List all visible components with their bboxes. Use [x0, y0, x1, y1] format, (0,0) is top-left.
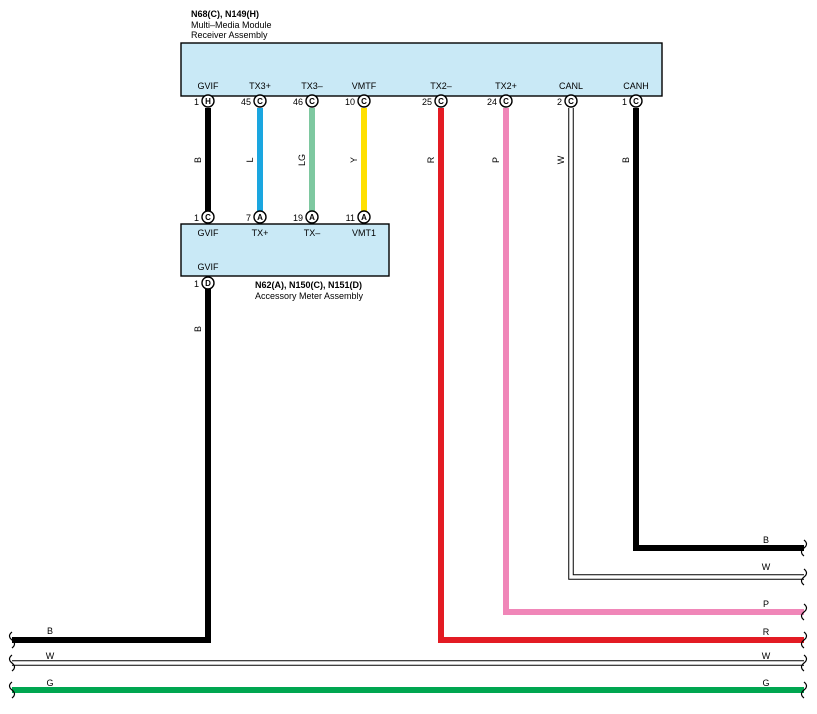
multimedia-module-box[interactable] — [180, 42, 663, 97]
mid-pin-number-gvif-bottom: 1 — [194, 279, 199, 289]
top-terminal-label-tx3-minus: TX3– — [301, 81, 323, 91]
wire-code-right-r: R — [763, 627, 770, 637]
top-terminal-label-tx2-minus: TX2– — [430, 81, 452, 91]
wire-canh-b[interactable] — [633, 108, 804, 551]
mid-terminal-label-vmt1: VMT1 — [352, 228, 376, 238]
wire-tx2-minus-r[interactable] — [438, 108, 804, 643]
top-pin-number-tx3-plus: 45 — [241, 97, 251, 107]
wire-code-vmtf: Y — [349, 157, 359, 163]
mid-terminal-label-tx-plus: TX+ — [252, 228, 269, 238]
mid-terminal-label-tx-minus: TX– — [304, 228, 321, 238]
top-terminal-label-tx2-plus: TX2+ — [495, 81, 517, 91]
wire-code-tx3-plus: L — [245, 157, 255, 162]
bus-code-right-g: G — [762, 678, 769, 688]
mid-pin-number-tx-plus: 7 — [246, 213, 251, 223]
top-pin-vmtf[interactable] — [357, 94, 371, 108]
top-pin-tx3-minus[interactable] — [305, 94, 319, 108]
mid-terminal-label-gvif-bottom: GVIF — [197, 262, 219, 272]
mid-pin-number-gvif: 1 — [194, 213, 199, 223]
wire-canl-w[interactable] — [569, 108, 804, 579]
top-terminal-label-canl: CANL — [559, 81, 583, 91]
top-pin-gvif[interactable] — [201, 94, 215, 108]
wire-code-tx2-plus: P — [491, 157, 501, 163]
wire-gvif-bottom-b[interactable] — [12, 289, 211, 643]
top-pin-connector-gvif: H — [205, 97, 211, 106]
mid-pin-number-tx-minus: 19 — [293, 213, 303, 223]
mid-pin-connector-gvif: C — [205, 213, 211, 222]
mid-module-id: N62(A), N150(C), N151(D) — [255, 280, 362, 290]
top-pin-number-canl: 2 — [557, 97, 562, 107]
top-terminal-label-vmtf: VMTF — [352, 81, 377, 91]
wire-code-tx2-minus: R — [426, 156, 436, 163]
wire-code-canh: B — [621, 157, 631, 163]
top-pin-number-tx2-plus: 24 — [487, 97, 497, 107]
top-pin-connector-vmtf: C — [361, 97, 367, 106]
top-pin-connector-tx2-minus: C — [438, 97, 444, 106]
top-pin-connector-tx3-plus: C — [257, 97, 263, 106]
left-break-marks — [8, 631, 16, 699]
top-pin-tx2-minus[interactable] — [434, 94, 448, 108]
mid-pin-connector-vmt1: A — [361, 213, 367, 222]
accessory-meter-box[interactable] — [180, 223, 390, 277]
top-pin-tx3-plus[interactable] — [253, 94, 267, 108]
top-module-id: N68(C), N149(H) — [191, 9, 259, 19]
top-pin-connector-tx2-plus: C — [503, 97, 509, 106]
mid-pin-gvif-bottom[interactable] — [201, 276, 215, 290]
mid-pin-tx-plus[interactable] — [253, 210, 267, 224]
wire-canl-w-outline — [568, 108, 804, 580]
mid-module-name: Accessory Meter Assembly — [255, 291, 364, 301]
mid-pin-connector-gvif-bottom: D — [205, 279, 211, 288]
top-pin-connector-tx3-minus: C — [309, 97, 315, 106]
top-pin-connector-canl: C — [568, 97, 574, 106]
mid-pin-connector-tx-plus: A — [257, 213, 263, 222]
top-pin-number-canh: 1 — [622, 97, 627, 107]
top-terminal-label-tx3-plus: TX3+ — [249, 81, 271, 91]
wire-code-right-w: W — [762, 562, 771, 572]
wire-tx2-plus-p[interactable] — [503, 108, 804, 615]
top-module-name-line1: Multi–Media Module — [191, 20, 272, 30]
top-terminal-label-canh: CANH — [623, 81, 649, 91]
bus-code-left-b: B — [47, 626, 53, 636]
top-pin-tx2-plus[interactable] — [499, 94, 513, 108]
top-terminal-label-gvif: GVIF — [197, 81, 219, 91]
wire-code-tx3-minus: LG — [297, 154, 307, 166]
top-module-name-line2: Receiver Assembly — [191, 30, 268, 40]
wire-code-canl: W — [556, 155, 566, 164]
mid-pin-number-vmt1: 11 — [346, 213, 355, 223]
mid-pin-tx-minus[interactable] — [305, 210, 319, 224]
bus-code-left-g: G — [46, 678, 53, 688]
top-pin-canl[interactable] — [564, 94, 578, 108]
top-pins: 1 H 45 C 46 C 10 C 25 C 24 C 2 C 1 C — [194, 94, 643, 108]
top-pin-canh[interactable] — [629, 94, 643, 108]
wire-code-gvif-bottom: B — [193, 326, 203, 332]
top-pin-number-tx2-minus: 25 — [422, 97, 432, 107]
top-pin-connector-canh: C — [633, 97, 639, 106]
top-pin-number-vmtf: 10 — [345, 97, 355, 107]
bus-code-right-w: W — [762, 651, 771, 661]
bus-code-left-w: W — [46, 651, 55, 661]
right-break-marks — [800, 539, 808, 699]
mid-pins: 1 C 7 A 19 A 11 A 1 D — [194, 210, 371, 290]
top-pin-number-gvif: 1 — [194, 97, 199, 107]
mid-pin-vmt1[interactable] — [357, 210, 371, 224]
mid-terminal-label-gvif: GVIF — [197, 228, 219, 238]
top-pin-number-tx3-minus: 46 — [293, 97, 303, 107]
wire-code-right-b: B — [763, 535, 769, 545]
wire-code-right-p: P — [763, 599, 769, 609]
mid-pin-connector-tx-minus: A — [309, 213, 315, 222]
wire-code-gvif: B — [193, 157, 203, 163]
mid-pin-gvif[interactable] — [201, 210, 215, 224]
